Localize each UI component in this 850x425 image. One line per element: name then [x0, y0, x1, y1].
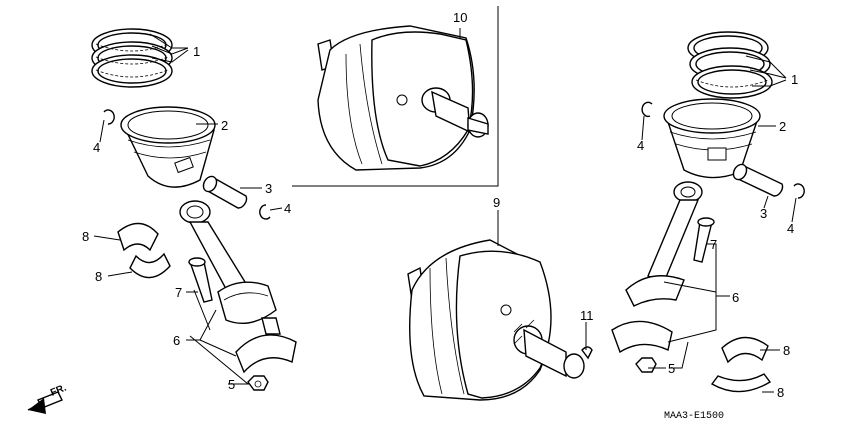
callout-10: 10 [453, 10, 467, 25]
connecting-rod-left [179, 200, 277, 324]
crankshaft-top [317, 25, 489, 171]
woodruff-key [581, 346, 593, 360]
callout-4-left-mid: 4 [284, 201, 291, 216]
piston-clip-right-bot [793, 183, 805, 199]
callout-2-right: 2 [779, 119, 786, 134]
callout-4-right-top: 4 [637, 138, 644, 153]
callout-5-left: 5 [228, 377, 235, 392]
rod-cap-right [611, 320, 673, 354]
piston-right [663, 98, 761, 179]
callout-5-right: 5 [668, 361, 675, 376]
front-arrow-icon [27, 391, 63, 414]
bearing-left-top [117, 222, 159, 252]
bearing-right-top [721, 336, 769, 364]
piston-clip-left-top [103, 109, 115, 125]
front-direction-label: FR. [49, 382, 68, 398]
callout-7-left: 7 [175, 285, 182, 300]
piston-rings-left [91, 28, 173, 88]
callout-4-right-bot: 4 [787, 221, 794, 236]
rod-bolt-right [693, 217, 715, 263]
callout-6-left: 6 [173, 333, 180, 348]
nut-left [247, 375, 269, 391]
callout-4-left-top: 4 [93, 140, 100, 155]
piston-pin-left [202, 175, 248, 209]
rod-bolt-left [188, 257, 213, 303]
callout-3-left: 3 [265, 181, 272, 196]
callout-2-left: 2 [221, 118, 228, 133]
crankshaft-bottom [407, 239, 585, 401]
callout-8-right-bot: 8 [777, 385, 784, 400]
callout-8-left-top: 8 [82, 229, 89, 244]
piston-left [120, 106, 216, 188]
callout-3-right: 3 [760, 206, 767, 221]
callout-8-left-bot: 8 [95, 269, 102, 284]
bearing-right-bot [710, 373, 772, 393]
callout-6-right: 6 [732, 290, 739, 305]
callout-9: 9 [493, 195, 500, 210]
callout-1-left: 1 [193, 44, 200, 59]
piston-clip-left-mid [259, 204, 271, 220]
diagram-code: MAA3-E1500 [664, 411, 724, 422]
leader-lines [93, 28, 797, 393]
callout-11: 11 [580, 308, 594, 323]
piston-rings-right [687, 31, 773, 99]
box-frame [292, 6, 499, 187]
callout-1-right: 1 [791, 72, 798, 87]
rod-cap-left [235, 317, 297, 374]
bearing-left-bot [129, 252, 171, 279]
callout-8-right-top: 8 [783, 343, 790, 358]
nut-right [635, 357, 657, 373]
piston-clip-right-top [641, 101, 653, 118]
piston-pin-right [732, 163, 784, 197]
callout-7-right: 7 [710, 237, 717, 252]
